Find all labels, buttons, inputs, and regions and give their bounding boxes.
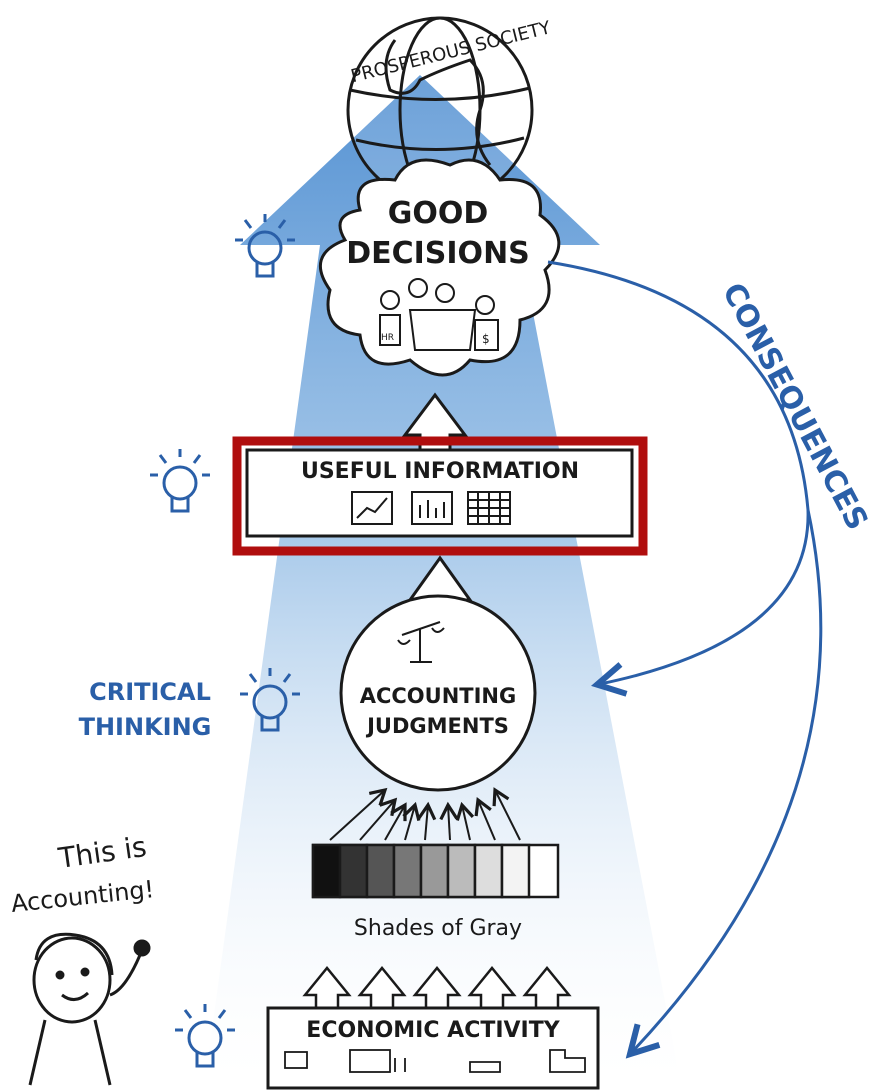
shades-of-gray-bar <box>311 843 560 899</box>
lightbulb-icon <box>235 214 295 278</box>
caption-line1: This is <box>55 830 148 875</box>
shades-of-gray-label: Shades of Gray <box>354 916 522 941</box>
good-decisions-line1: GOOD <box>388 196 489 231</box>
people-icon <box>379 278 499 351</box>
highlight-box <box>232 436 648 556</box>
economic-arrows <box>302 966 572 1012</box>
lightbulb-icon <box>150 449 210 513</box>
input-arrows <box>329 787 521 841</box>
stick-figure <box>28 932 151 1086</box>
chart-icon <box>351 491 511 525</box>
consequences-label: CONSEQUENCES <box>715 277 875 536</box>
useful-information-label: USEFUL INFORMATION <box>301 459 579 484</box>
good-decisions-line2: DECISIONS <box>346 236 530 271</box>
accounting-judgments-line2: JUDGMENTS <box>365 714 509 738</box>
tag-dollar: $ <box>482 332 490 346</box>
economic-activity-label: ECONOMIC ACTIVITY <box>306 1018 560 1043</box>
factory-icon <box>284 1049 586 1073</box>
tag-hr: HR <box>381 333 394 343</box>
lightbulb-icon <box>175 1004 235 1068</box>
accounting-judgments-circle: ACCOUNTING JUDGMENTS <box>339 594 537 792</box>
accounting-judgments-line1: ACCOUNTING <box>360 684 517 708</box>
caption-line2: Accounting! <box>10 875 156 918</box>
lightbulb-icon <box>240 668 300 732</box>
consequences-arrows <box>547 260 823 1052</box>
critical-thinking-line1: CRITICAL <box>89 678 211 706</box>
critical-thinking-line2: THINKING <box>79 713 212 741</box>
good-decisions-cloud: GOOD DECISIONS HR $ <box>319 158 561 377</box>
useful-information-box: USEFUL INFORMATION <box>245 448 634 538</box>
economic-activity-box: ECONOMIC ACTIVITY <box>266 1006 600 1090</box>
scale-icon <box>397 621 445 663</box>
